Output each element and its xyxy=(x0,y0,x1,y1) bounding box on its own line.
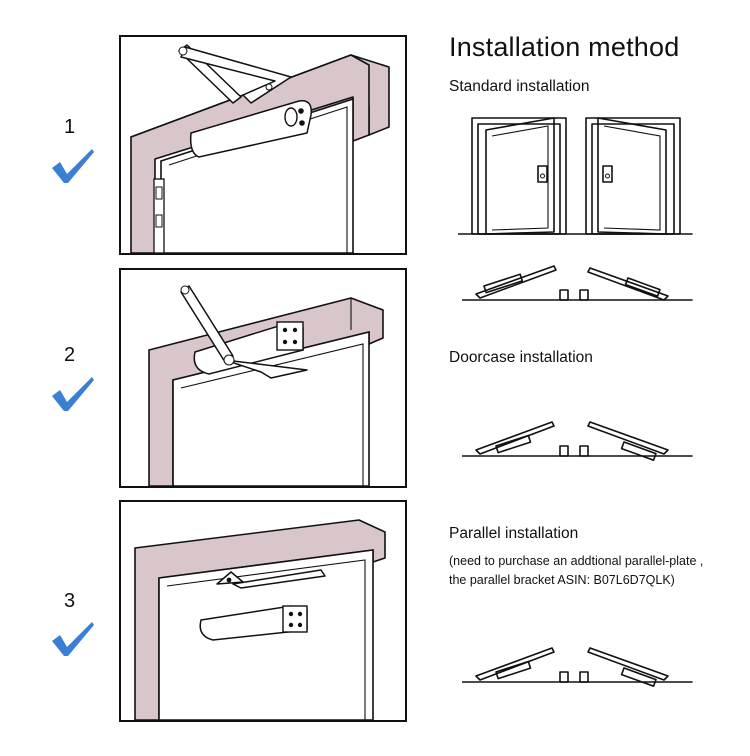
standard-top-view-diagram xyxy=(462,265,693,301)
page-title: Installation method xyxy=(449,32,680,62)
section-title-doorcase: Doorcase installation xyxy=(449,349,593,366)
step-number-3: 3 xyxy=(64,590,76,612)
step-number-2: 2 xyxy=(64,344,76,366)
section-title-standard: Standard installation xyxy=(449,78,590,95)
illustration-parallel-installation xyxy=(119,500,407,722)
checkmark-icon xyxy=(52,149,94,183)
standard-doors-diagram xyxy=(458,117,693,235)
illustration-standard-installation xyxy=(119,35,407,255)
illustration-doorcase-installation xyxy=(119,268,407,488)
section-title-parallel: Parallel installation xyxy=(449,525,579,542)
doorcase-top-view-diagram xyxy=(462,421,693,462)
checkmark-icon xyxy=(52,622,94,656)
parallel-note-line-1: (need to purchase an addtional parallel-… xyxy=(449,554,704,568)
parallel-note-line-2: the parallel bracket ASIN: B07L6D7QLK) xyxy=(449,573,675,587)
step-number-1: 1 xyxy=(64,116,76,138)
parallel-top-view-diagram xyxy=(462,647,693,688)
checkmark-icon xyxy=(52,377,94,411)
